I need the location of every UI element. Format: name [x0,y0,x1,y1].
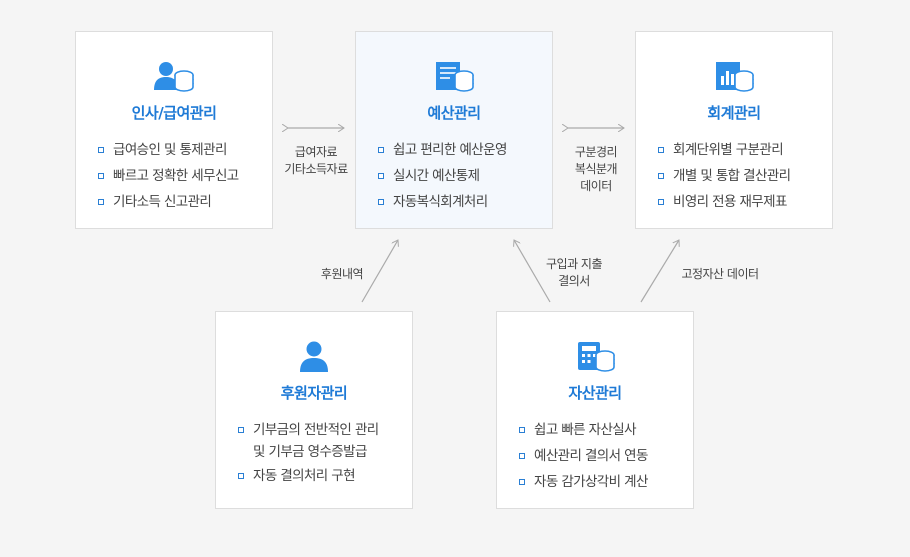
label-budget-accounting: 구분경리 복식분개 데이터 [574,145,618,193]
list-item: 실시간 예산통제 [378,163,546,189]
accounting-list: 회계단위별 구분관리 개별 및 통합 결산관리 비영리 전용 재무제표 [658,137,826,215]
list-item-text: 기부금의 전반적인 관리 [253,422,379,438]
list-item: 회계단위별 구분관리 [658,137,826,163]
person-icon [300,341,328,372]
document-coins-icon [436,62,474,92]
arrow-donor-budget [361,240,398,303]
label-donor-budget: 후원내역 [320,267,364,281]
list-item: 자동 감가상각비 계산 [519,469,687,495]
list-item: 비영리 전용 재무제표 [658,189,826,215]
arrow-asset-accounting [640,240,679,303]
budget-list: 쉽고 편리한 예산운영 실시간 예산통제 자동복식회계처리 [378,137,546,215]
list-item: 기타소득 신고관리 [98,189,266,215]
budget-title: 예산관리 [427,104,481,122]
label-asset-budget: 구입과 지출 결의서 [545,257,603,288]
list-item: 쉽고 빠른 자산실사 [519,417,687,443]
list-item: 자동 결의처리 구현 [238,463,406,489]
accounting-box: 회계관리 회계단위별 구분관리 개별 및 통합 결산관리 비영리 전용 재무제표 [635,31,833,229]
list-item: 쉽고 편리한 예산운영 [378,137,546,163]
donor-list: 기부금의 전반적인 관리 및 기부금 영수증발급 자동 결의처리 구현 [238,417,406,489]
hr-payroll-list: 급여승인 및 통제관리 빠르고 정확한 세무신고 기타소득 신고관리 [98,137,266,215]
list-item: 급여승인 및 통제관리 [98,137,266,163]
list-item: 기부금의 전반적인 관리 및 기부금 영수증발급 [238,417,406,463]
label-hr-budget: 급여자료 기타소득자료 [284,145,348,176]
budget-box: 예산관리 쉽고 편리한 예산운영 실시간 예산통제 자동복식회계처리 [355,31,553,229]
asset-title: 자산관리 [568,384,622,402]
hr-payroll-title: 인사/급여관리 [131,104,217,122]
hr-payroll-box: 인사/급여관리 급여승인 및 통제관리 빠르고 정확한 세무신고 기타소득 신고… [75,31,273,229]
person-coins-icon [154,62,194,92]
list-item: 예산관리 결의서 연동 [519,443,687,469]
calculator-coins-icon [578,342,615,372]
list-item: 개별 및 통합 결산관리 [658,163,826,189]
list-item-continuation: 및 기부금 영수증발급 [253,444,367,460]
asset-list: 쉽고 빠른 자산실사 예산관리 결의서 연동 자동 감가상각비 계산 [519,417,687,495]
asset-box: 자산관리 쉽고 빠른 자산실사 예산관리 결의서 연동 자동 감가상각비 계산 [496,311,694,509]
label-asset-accounting: 고정자산 데이터 [681,267,759,281]
donor-title: 후원자관리 [280,384,348,402]
accounting-title: 회계관리 [707,104,761,122]
list-item: 빠르고 정확한 세무신고 [98,163,266,189]
arrow-asset-budget [514,240,551,303]
list-item: 자동복식회계처리 [378,189,546,215]
donor-box: 후원자관리 기부금의 전반적인 관리 및 기부금 영수증발급 자동 결의처리 구… [215,311,413,509]
report-coins-icon [716,62,754,92]
